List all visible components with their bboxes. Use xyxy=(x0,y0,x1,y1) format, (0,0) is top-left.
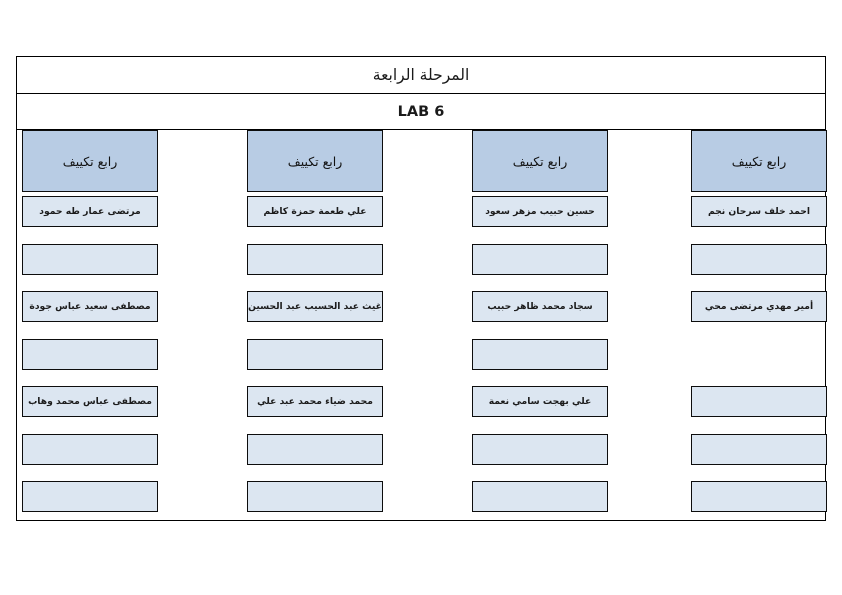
student-cell[interactable]: احمد خلف سرحان نجم xyxy=(691,196,827,227)
student-cell[interactable]: علي طعمة حمزة كاظم xyxy=(247,196,383,227)
student-cell[interactable] xyxy=(472,244,608,275)
group-column-1: رابع تكييف احمد خلف سرحان نجم أمير مهدي … xyxy=(691,130,827,522)
student-cell[interactable] xyxy=(22,481,158,512)
stage-title: المرحلة الرابعة xyxy=(372,66,470,84)
group-header-2: رابع تكييف xyxy=(472,130,608,192)
group-column-4: رابع تكييف مرتضى عمار طه حمود مصطفى سعيد… xyxy=(22,130,158,522)
student-cell[interactable] xyxy=(247,339,383,370)
student-cell[interactable] xyxy=(22,434,158,465)
student-cell[interactable] xyxy=(247,434,383,465)
student-cell[interactable]: سجاد محمد ظاهر حبيب xyxy=(472,291,608,322)
group-header-3: رابع تكييف xyxy=(247,130,383,192)
groups-grid: رابع تكييف احمد خلف سرحان نجم أمير مهدي … xyxy=(17,130,827,522)
student-cell[interactable]: مصطفى سعيد عباس جودة xyxy=(22,291,158,322)
student-cell[interactable]: مرتضى عمار طه حمود xyxy=(22,196,158,227)
student-cell[interactable] xyxy=(472,481,608,512)
student-cell[interactable] xyxy=(472,434,608,465)
student-cell[interactable] xyxy=(247,481,383,512)
student-cell[interactable]: أمير مهدي مرتضى محي xyxy=(691,291,827,322)
student-cell[interactable]: محمد ضياء محمد عبد علي xyxy=(247,386,383,417)
lab-title-row: LAB 6 xyxy=(17,94,825,130)
group-header-4: رابع تكييف xyxy=(22,130,158,192)
student-cell[interactable] xyxy=(22,244,158,275)
group-column-2: رابع تكييف حسين حبيب مزهر سعود سجاد محمد… xyxy=(472,130,608,522)
student-cell[interactable] xyxy=(691,434,827,465)
student-cell[interactable]: حسين حبيب مزهر سعود xyxy=(472,196,608,227)
schedule-table: المرحلة الرابعة LAB 6 رابع تكييف احمد خل… xyxy=(16,56,827,522)
lab-title: LAB 6 xyxy=(397,103,445,120)
student-cell[interactable] xyxy=(691,244,827,275)
group-column-3: رابع تكييف علي طعمة حمزة كاظم غيث عبد ال… xyxy=(247,130,383,522)
student-cell[interactable] xyxy=(691,481,827,512)
group-header-1: رابع تكييف xyxy=(691,130,827,192)
student-cell[interactable] xyxy=(22,339,158,370)
student-cell[interactable]: علي بهجت سامي نعمة xyxy=(472,386,608,417)
student-cell[interactable] xyxy=(691,386,827,417)
student-cell[interactable]: مصطفى عباس محمد وهاب xyxy=(22,386,158,417)
student-cell[interactable]: غيث عبد الحسيب عبد الحسين xyxy=(247,291,383,322)
stage-title-row: المرحلة الرابعة xyxy=(17,57,825,94)
student-cell[interactable] xyxy=(247,244,383,275)
student-cell[interactable] xyxy=(472,339,608,370)
